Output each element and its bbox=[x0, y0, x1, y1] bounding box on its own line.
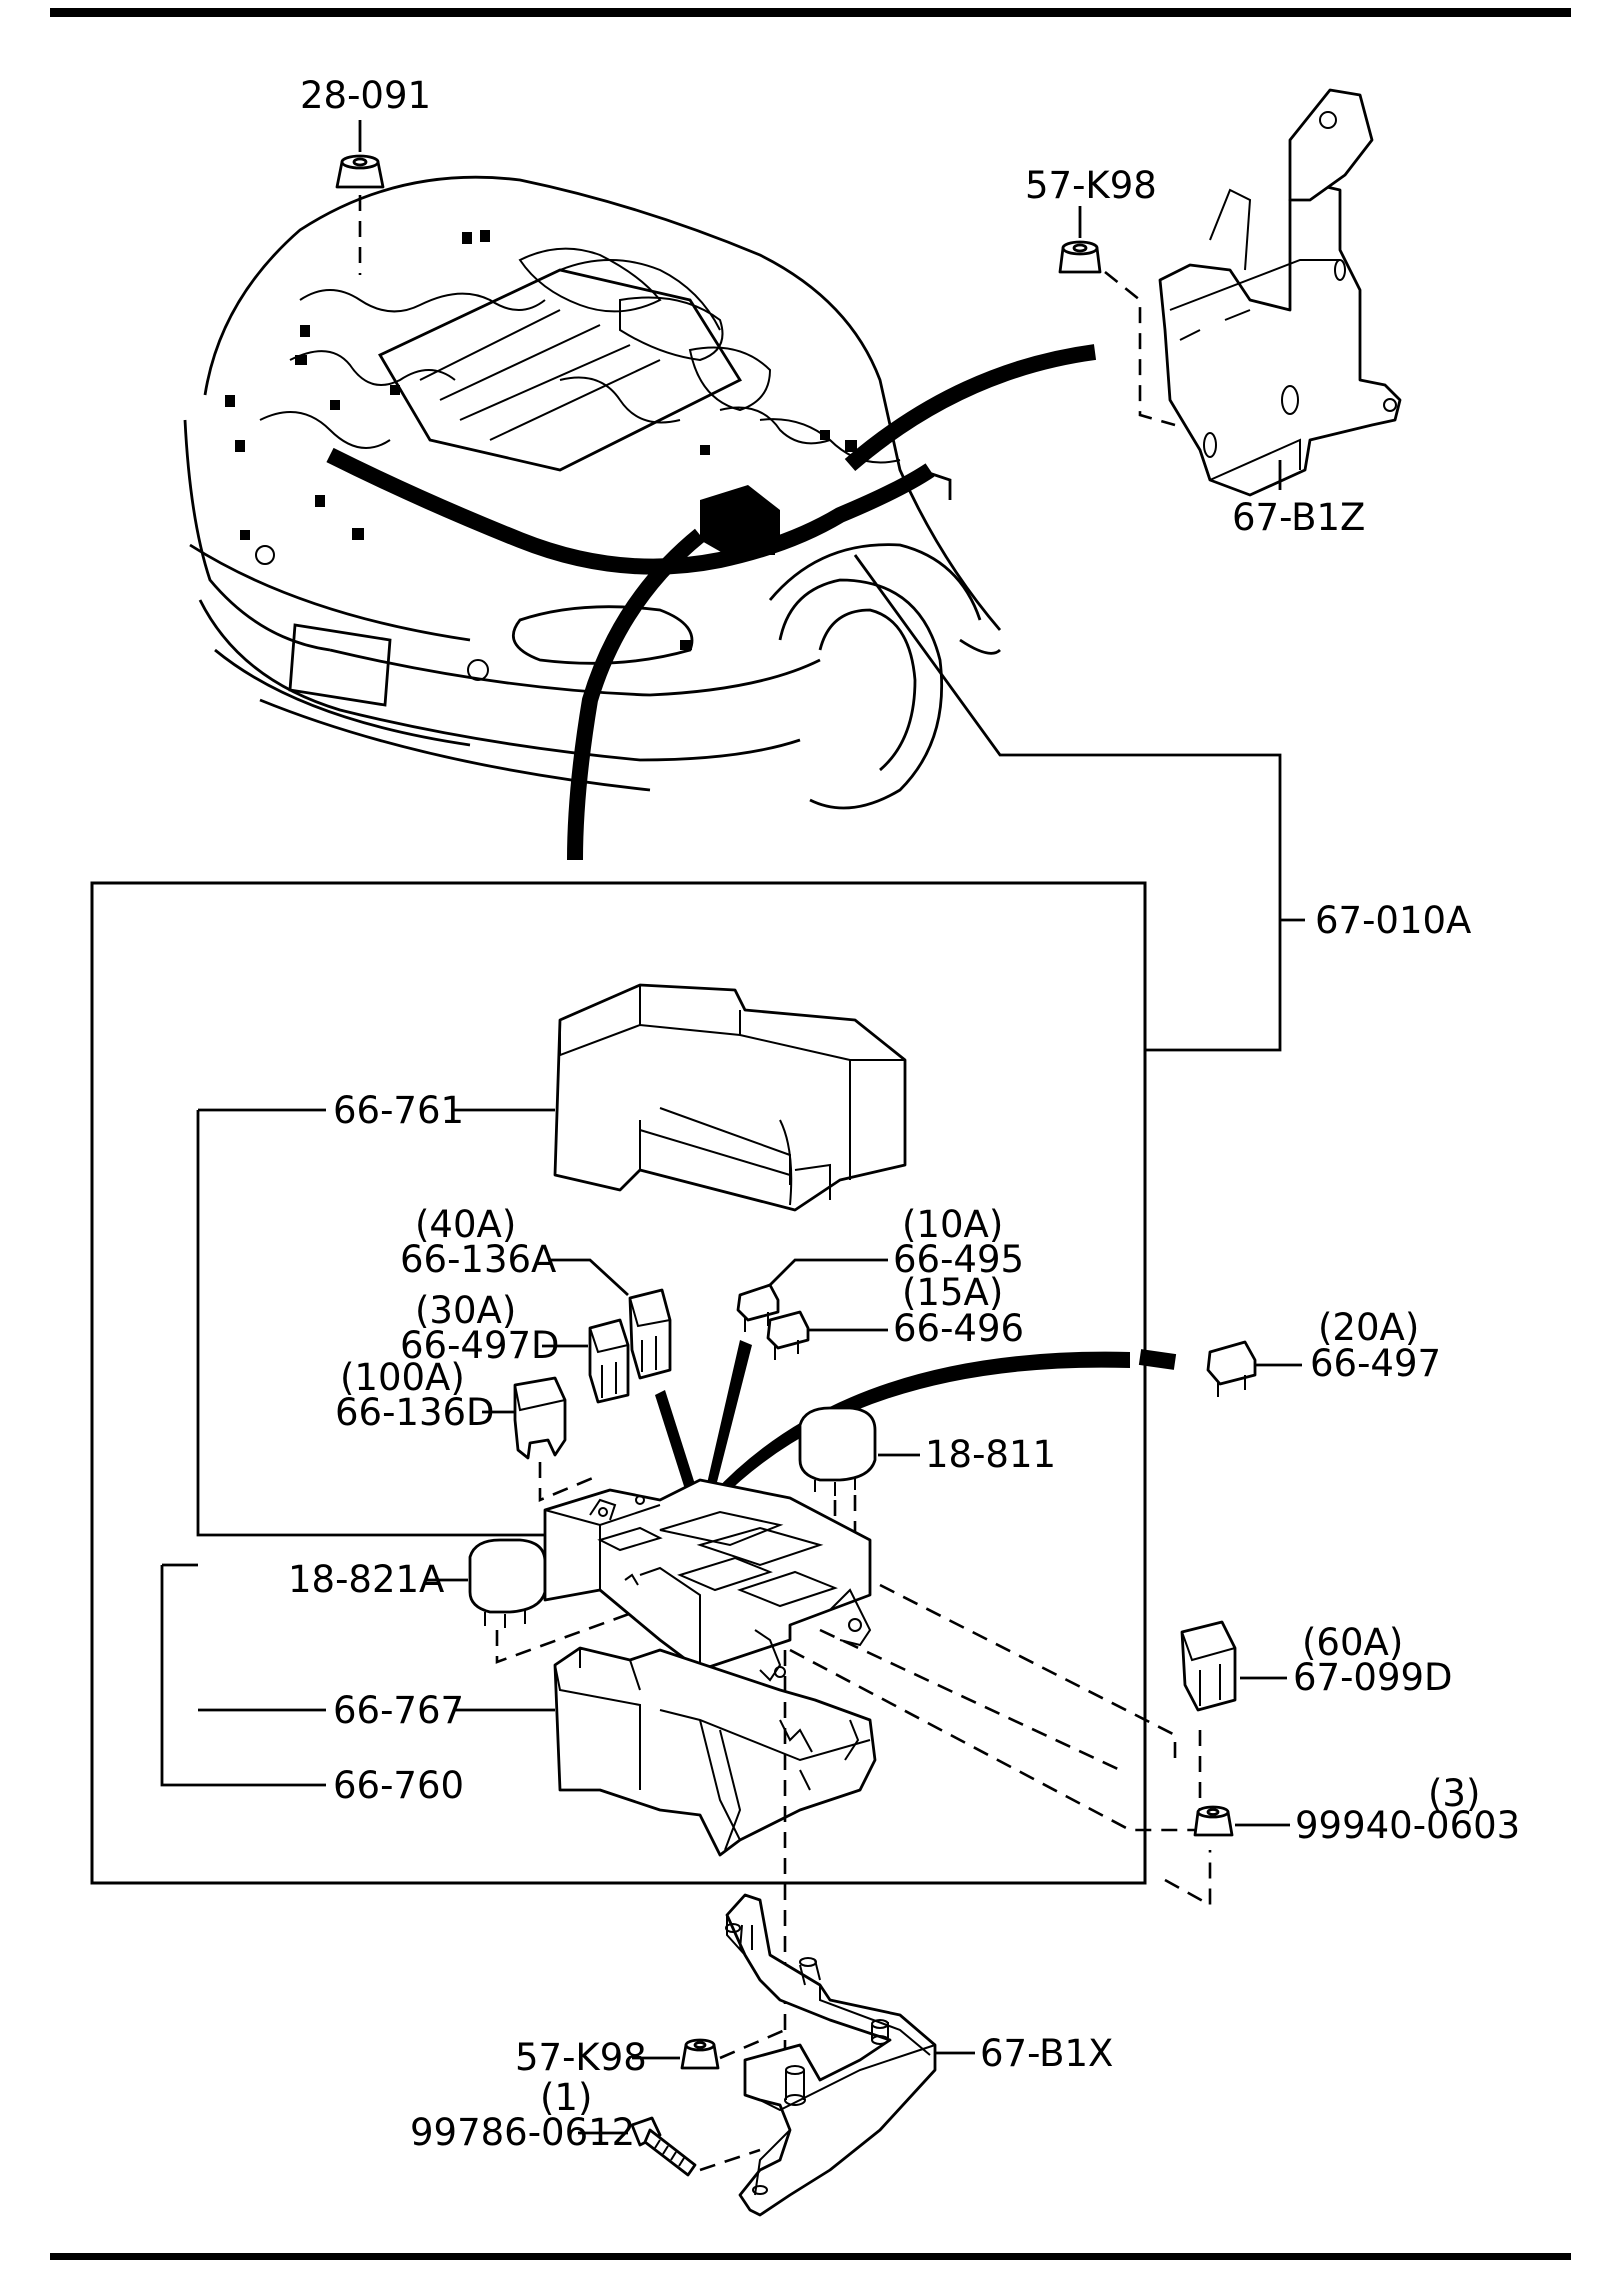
fuse-box-assembly-frame bbox=[90, 881, 1147, 1885]
part-66-497d-fuse-30a bbox=[588, 1318, 630, 1404]
label-57-k98-bottom: 57-K98 bbox=[515, 2036, 647, 2079]
part-66-136d-fuse-100a bbox=[513, 1376, 567, 1460]
part-99786-0612-bolt bbox=[630, 2116, 697, 2177]
label-57-k98-top: 57-K98 bbox=[1025, 164, 1157, 207]
leader-66-136d-dash bbox=[538, 1462, 601, 1502]
fuse-callout-fans bbox=[655, 1340, 1130, 1505]
label-18-821a: 18-821A bbox=[288, 1558, 444, 1601]
part-66-495-fuse-10a bbox=[736, 1283, 780, 1332]
part-67-b1z-bracket bbox=[1158, 88, 1402, 497]
top-rule bbox=[50, 8, 1571, 17]
label-66-497-rating: (20A) bbox=[1318, 1306, 1419, 1349]
bottom-rule bbox=[50, 2253, 1571, 2260]
label-66-495-rating: (10A) bbox=[902, 1203, 1003, 1246]
part-18-811-relay bbox=[798, 1406, 877, 1496]
callout-stroke-to-fusebox bbox=[567, 528, 706, 861]
leader-66-760 bbox=[160, 1563, 326, 1787]
label-18-811: 18-811 bbox=[925, 1433, 1056, 1476]
part-28-091-clip bbox=[335, 120, 385, 275]
dash-block-to-nut bbox=[789, 1648, 1200, 1832]
part-66-497-fuse-20a bbox=[1206, 1340, 1257, 1397]
label-99940-0603-qty: (3) bbox=[1428, 1772, 1480, 1815]
part-57-k98-nut-bottom bbox=[680, 2038, 720, 2070]
callout-stroke-to-bracket bbox=[844, 344, 1097, 472]
label-67-099d: 67-099D bbox=[1293, 1656, 1453, 1699]
label-66-496: 66-496 bbox=[893, 1307, 1024, 1350]
label-66-761: 66-761 bbox=[333, 1089, 464, 1132]
installed-fuse-box bbox=[700, 485, 780, 560]
leader-18-821a-dash bbox=[495, 1608, 641, 1664]
part-66-761-upper-cover bbox=[553, 983, 907, 1212]
part-57-k98-nut-top bbox=[1058, 240, 1102, 274]
label-66-136d: 66-136D bbox=[335, 1391, 495, 1434]
label-66-136a: 66-136A bbox=[400, 1238, 556, 1281]
dash-nut-return bbox=[1164, 1850, 1212, 1908]
label-66-760: 66-760 bbox=[333, 1764, 464, 1807]
vehicle-engine-bay-illustration bbox=[183, 175, 1002, 810]
dash-nut-to-bracket bbox=[719, 2028, 786, 2060]
label-67-b1x: 67-B1X bbox=[980, 2032, 1113, 2075]
label-66-495: 66-495 bbox=[893, 1238, 1024, 1281]
dash-block-to-67-099d-2 bbox=[819, 1628, 1121, 1772]
part-99940-0603-nut bbox=[1193, 1805, 1234, 1837]
label-66-497d-rating: (30A) bbox=[415, 1289, 516, 1332]
dash-bolt-to-bracket bbox=[699, 2148, 761, 2172]
label-66-767: 66-767 bbox=[333, 1689, 464, 1732]
part-66-136a-fuse-40a bbox=[628, 1288, 672, 1380]
label-67-010a: 67-010A bbox=[1315, 899, 1471, 942]
leader-66-136a bbox=[548, 1258, 629, 1297]
part-18-821a-relay bbox=[468, 1538, 547, 1628]
label-66-496-rating: (15A) bbox=[902, 1271, 1003, 1314]
leader-67-010a bbox=[853, 554, 1282, 1052]
label-66-497d: 66-497D bbox=[400, 1324, 560, 1367]
part-fuse-block-body bbox=[543, 1478, 872, 1682]
label-66-497: 66-497 bbox=[1310, 1342, 1441, 1385]
label-99786-0612-qty: (1) bbox=[540, 2076, 592, 2119]
label-28-091: 28-091 bbox=[300, 74, 431, 117]
dash-block-to-67-099d bbox=[879, 1583, 1177, 1765]
label-67-099d-rating: (60A) bbox=[1302, 1621, 1403, 1664]
label-66-136d-rating: (100A) bbox=[340, 1356, 465, 1399]
part-66-496-fuse-15a bbox=[766, 1310, 810, 1360]
part-67-099d-fuse-60a bbox=[1180, 1620, 1237, 1712]
part-66-767-lower-case bbox=[553, 1646, 877, 1857]
callout-stroke-66-497 bbox=[1138, 1349, 1177, 1370]
leader-66-495 bbox=[769, 1258, 888, 1286]
part-67-b1x-bracket bbox=[725, 1893, 937, 2217]
leader-66-761-down bbox=[196, 1110, 555, 1537]
label-67-b1z: 67-B1Z bbox=[1232, 496, 1365, 539]
label-66-136a-rating: (40A) bbox=[415, 1203, 516, 1246]
label-99940-0603: 99940-0603 bbox=[1295, 1804, 1520, 1847]
